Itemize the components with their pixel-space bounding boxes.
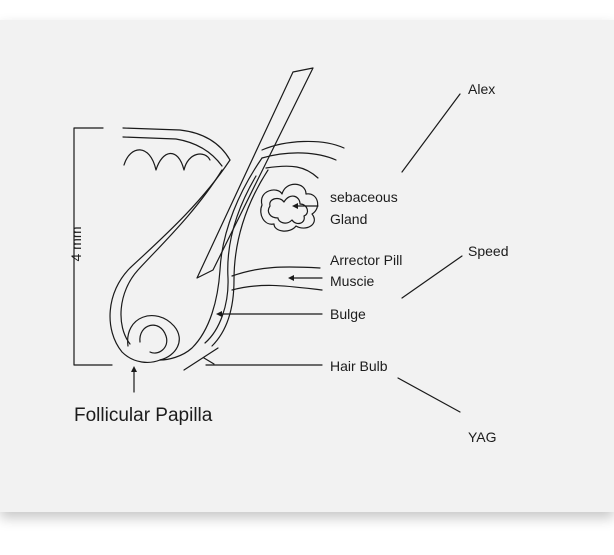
skin-surface-right-outer — [261, 140, 345, 151]
arrector-label: Arrector Pill — [330, 252, 403, 268]
skin-surface-outer — [122, 127, 231, 161]
sebaceous-gland-inner — [267, 195, 309, 225]
arrector-pili-muscle-upper — [231, 266, 321, 277]
alex-label: Alex — [468, 81, 496, 97]
scale-bracket — [73, 127, 113, 366]
bulb-outline — [127, 315, 180, 361]
follicle-right-sheath — [159, 157, 263, 361]
alex-line — [401, 93, 461, 173]
follicle-right-outer — [211, 169, 269, 347]
skin-surface-inner — [122, 136, 223, 167]
muscle-label: Muscie — [330, 273, 375, 289]
follicular-papilla-label: Follicular Papilla — [74, 405, 213, 426]
bulge-arrowhead — [216, 311, 222, 317]
bulge-label: Bulge — [330, 306, 366, 322]
hair-bulb-label: Hair Bulb — [330, 358, 388, 374]
skin-surface-right-inner — [261, 152, 337, 161]
gland-arrowhead — [292, 203, 298, 209]
hair-shaft — [196, 67, 314, 279]
papilla-arrowhead — [131, 366, 137, 372]
yag-label: YAG — [468, 429, 497, 445]
sebaceous-gland — [260, 183, 319, 232]
follicle-outer-sheath — [109, 159, 231, 363]
follicle-right-inner — [204, 175, 257, 344]
gland-label: Gland — [330, 211, 368, 227]
follicle-inner-sheath — [120, 169, 223, 345]
muscle-arrowhead — [288, 275, 294, 281]
hair-bulb-marker — [183, 347, 219, 371]
skin-wavy-surface — [123, 149, 211, 171]
arrector-pili-muscle-lower — [231, 284, 323, 291]
speed-label: Speed — [468, 243, 509, 259]
scale-label: 4 mm — [68, 226, 84, 262]
speed-line — [401, 255, 463, 299]
papilla-outline — [139, 324, 168, 354]
sebaceous-label: sebaceous — [330, 189, 398, 205]
diagram-panel — [0, 20, 614, 512]
yag-line — [397, 377, 461, 413]
skin-surface-right-low — [265, 165, 319, 179]
